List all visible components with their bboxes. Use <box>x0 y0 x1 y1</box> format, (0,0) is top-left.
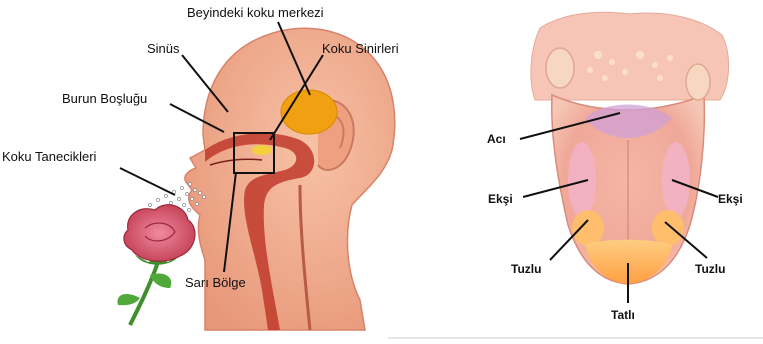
salty-region-left <box>572 210 604 246</box>
label-sinus: Sinüs <box>147 41 180 56</box>
rose-flower <box>117 205 195 325</box>
olfactory-region <box>252 145 272 155</box>
rose-stem <box>130 262 158 325</box>
tongue-illustration <box>520 12 729 303</box>
tonsil-right <box>686 64 710 100</box>
label-smell-particles: Koku Tanecikleri <box>2 149 96 164</box>
sour-region-right <box>662 142 690 218</box>
label-salty-left: Tuzlu <box>511 262 541 276</box>
rose-leaf-1 <box>117 294 140 305</box>
brain-smell-center <box>281 90 337 134</box>
label-smell-nerves: Koku Sinirleri <box>322 41 399 56</box>
sour-region-left <box>568 142 596 218</box>
label-sour-right: Ekşi <box>718 192 743 206</box>
leader-particles <box>120 168 175 195</box>
label-yellow-region: Sarı Bölge <box>185 275 246 290</box>
head-illustration <box>117 22 394 330</box>
label-nasal-cavity: Burun Boşluğu <box>62 91 147 106</box>
salty-region-right <box>652 210 684 246</box>
label-bitter: Acı <box>487 132 506 146</box>
label-sour-left: Ekşi <box>488 192 513 206</box>
label-brain-smell-center: Beyindeki koku merkezi <box>187 5 324 20</box>
tonsil-left <box>546 48 574 88</box>
rose-bloom <box>124 205 195 261</box>
rose-leaf-2 <box>150 273 171 288</box>
label-sweet: Tatlı <box>611 308 635 322</box>
label-salty-right: Tuzlu <box>695 262 725 276</box>
